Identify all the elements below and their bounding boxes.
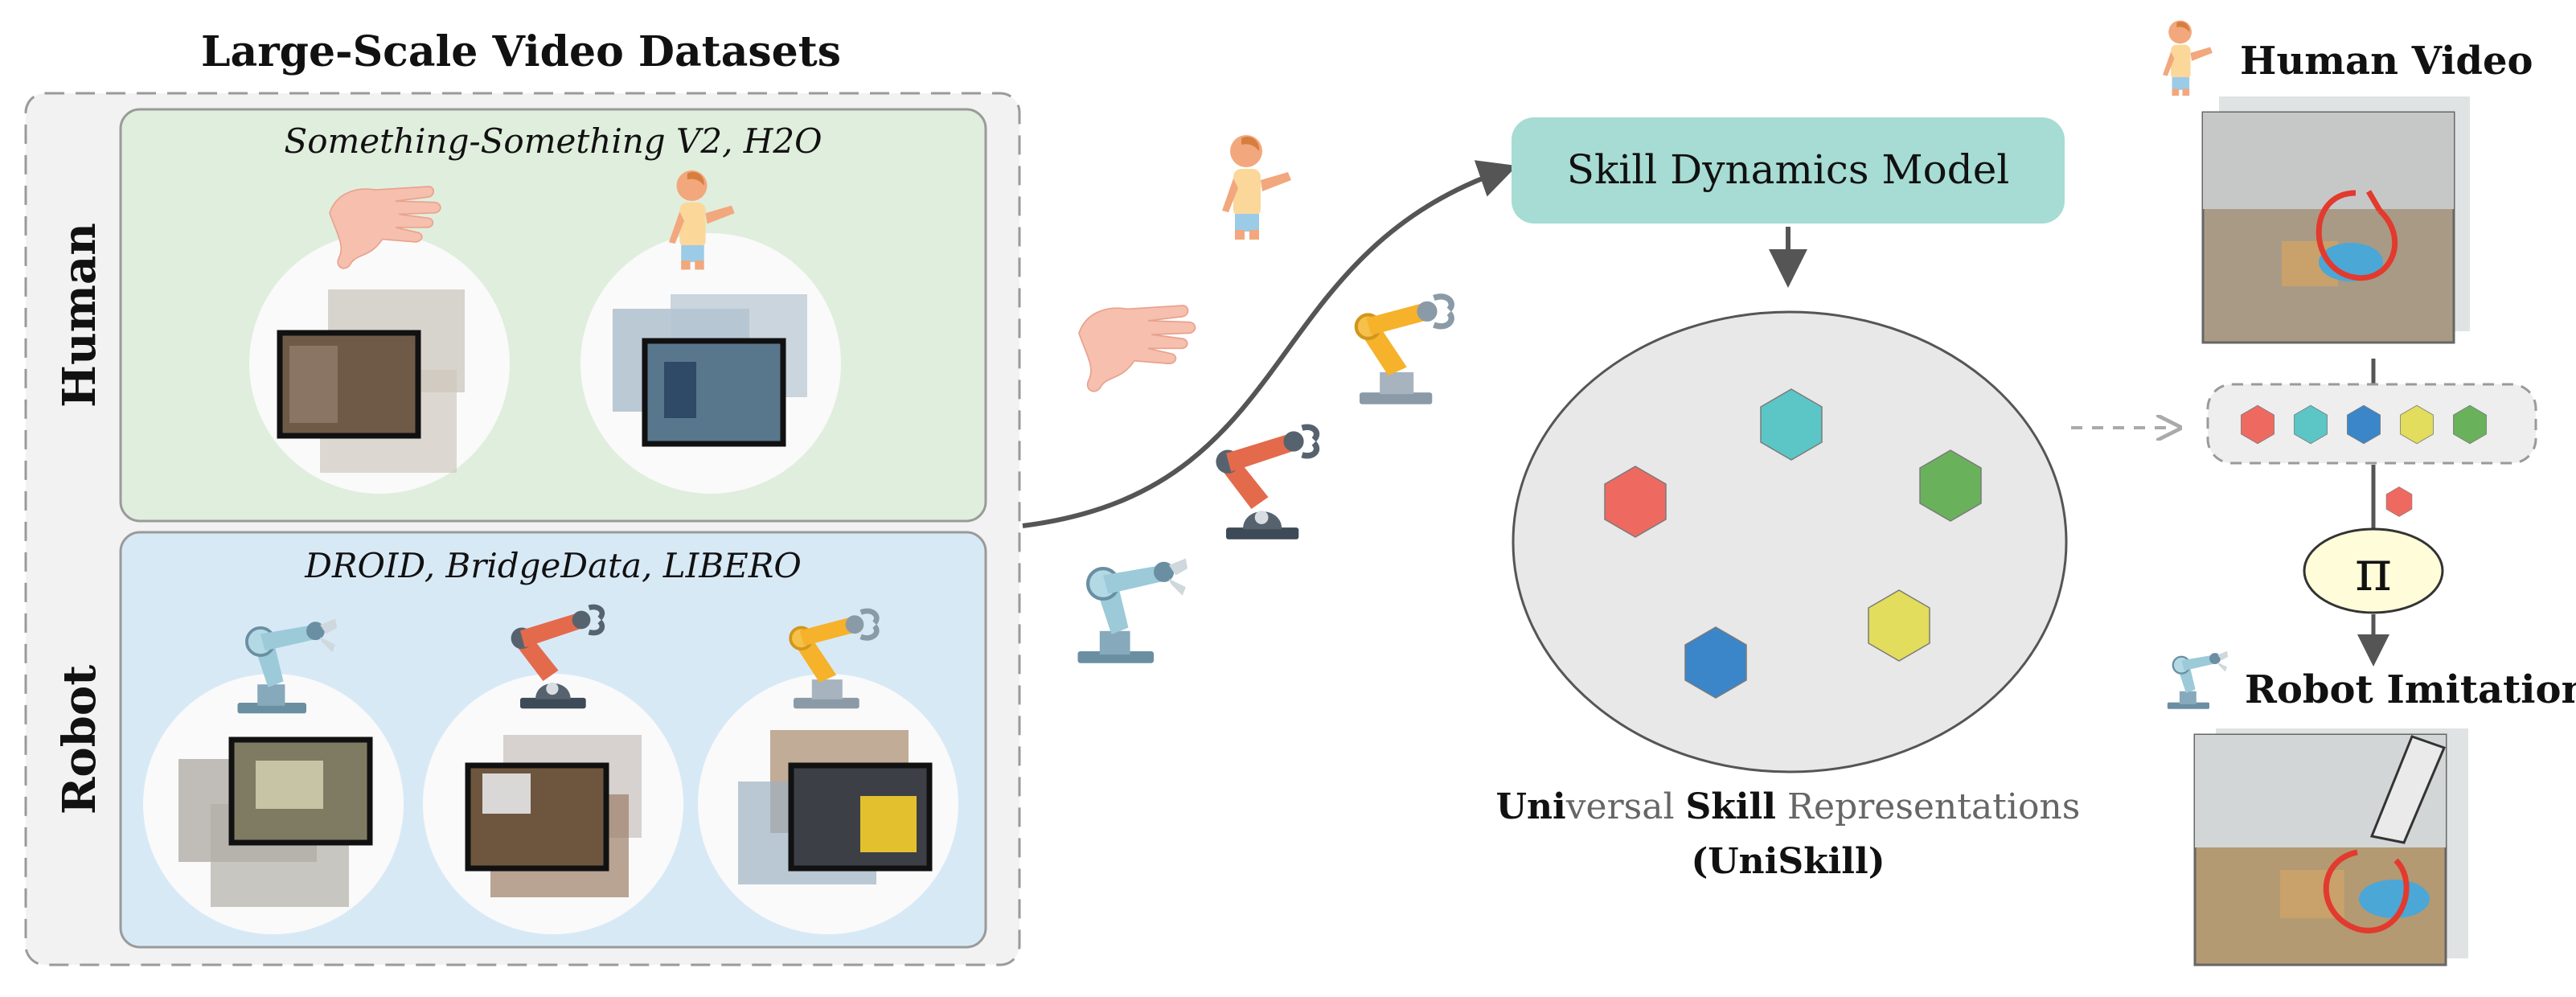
robot-video-stack-2: [465, 735, 642, 897]
floating-hand-icon: [1078, 305, 1196, 392]
policy-symbol: π: [2355, 538, 2392, 604]
caption-uni-bold: Uni: [1496, 786, 1566, 827]
uniskill-caption-line2: (UniSkill): [1691, 841, 1885, 882]
caption-skill-rest: Representations: [1776, 786, 2080, 827]
robot-imitation-arm-icon: [2166, 650, 2229, 710]
robot-row-label: Robot: [53, 665, 106, 814]
human-datasets-label: Something-Something V2, H2O: [284, 121, 822, 161]
human-video-stack-2: [613, 294, 807, 447]
floating-robot-arm-red-icon: [1216, 427, 1316, 540]
robot-imitation-frame: [2193, 728, 2468, 966]
human-video-stack-1: [277, 289, 465, 473]
human-video-frame: [2201, 96, 2470, 344]
robot-imitation-label: Robot Imitation: [2245, 667, 2576, 712]
floating-robot-arm-teal-icon: [1078, 559, 1188, 663]
human-panel: [119, 108, 987, 523]
left-panel-title: Large-Scale Video Datasets: [201, 27, 841, 76]
caption-skill-bold: Skill: [1686, 786, 1776, 827]
uniskill-caption-line1: Universal Skill Representations: [1496, 786, 2081, 827]
flow-curve-arrow: [1022, 160, 1517, 528]
skill-dynamics-model-box: [1512, 117, 2065, 224]
robot-datasets-label: DROID, BridgeData, LIBERO: [304, 546, 802, 585]
robot-video-stack-3: [738, 730, 933, 884]
current-skill-hexagon-red: [2385, 486, 2413, 517]
floating-human-figure-icon: [1222, 135, 1291, 240]
policy-node: [2303, 527, 2444, 614]
human-video-person-icon: [2163, 20, 2213, 96]
robot-video-stack-1: [178, 736, 373, 907]
skill-representation-space: [1512, 310, 2068, 773]
human-row-label: Human: [53, 223, 106, 408]
human-video-label: Human Video: [2240, 39, 2533, 84]
skill-dynamics-model-label: Skill Dynamics Model: [1567, 146, 2010, 193]
floating-robot-arm-yellow-icon: [1356, 297, 1451, 404]
caption-uni-rest: versal: [1565, 786, 1686, 827]
